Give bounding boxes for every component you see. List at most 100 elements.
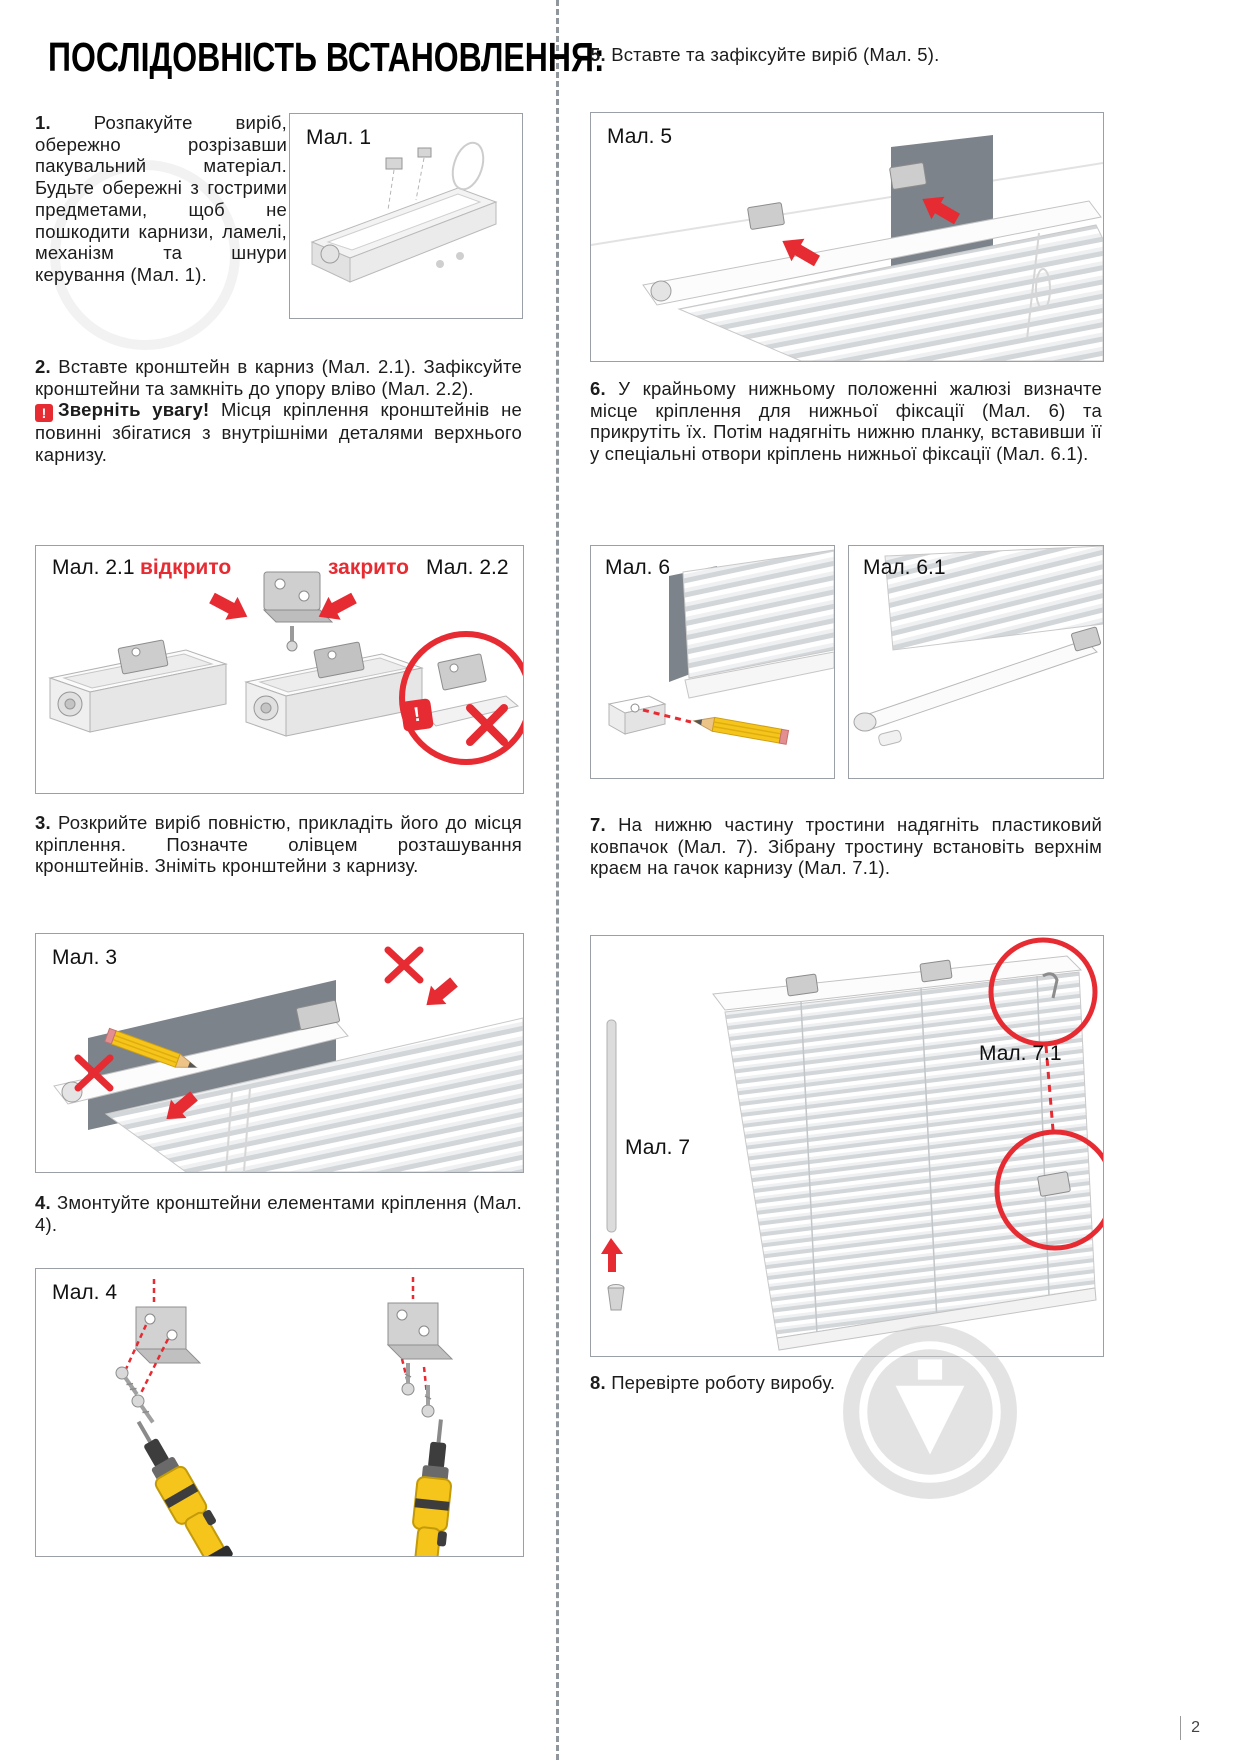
step-5-body: Вставте та зафіксуйте виріб (Мал. 5). [611, 44, 940, 65]
control-cord-icon [451, 141, 485, 191]
dashed-leader [642, 708, 692, 724]
column-divider [556, 0, 559, 1760]
step-7-body: На нижню частину тростини надягніть плас… [590, 814, 1103, 879]
figure-7-illustration [601, 937, 1103, 1351]
hook-bracket [1037, 1171, 1071, 1197]
step-3-text: 3. Розкрийте виріб повністю, прикладіть … [35, 812, 522, 877]
figure-2-1-label: Мал. 2.1 [52, 556, 135, 579]
step-6-body: У крайньому нижньому положенні жалюзі ви… [590, 378, 1103, 465]
step-8-text: 8. Перевірте роботу виробу. [590, 1372, 1102, 1394]
figure-5-illustration [591, 135, 1103, 361]
step-4-number: 4. [35, 1192, 51, 1213]
step-5-text: 5. Вставте та зафіксуйте виріб (Мал. 5). [590, 44, 1102, 66]
figure-7-1-label: Мал. 7.1 [979, 1042, 1062, 1065]
bottom-rail [684, 651, 834, 699]
tilt-wand [606, 1019, 617, 1233]
step-7-number: 7. [590, 814, 606, 835]
figure-2-open-label: відкрито [140, 556, 232, 579]
figure-3: Мал. 3 [35, 933, 524, 1173]
wand-cap [607, 1284, 625, 1311]
figure-4: Мал. 4 [35, 1268, 524, 1557]
step-7-text: 7. На нижню частину тростини надягніть п… [590, 814, 1102, 879]
bracket-icon [134, 1306, 202, 1364]
arrow-icon [922, 196, 960, 225]
step-6-text: 6. У крайньому нижньому положенні жалюзі… [590, 378, 1102, 465]
figure-6-1: Мал. 6.1 [848, 545, 1104, 779]
step-8-number: 8. [590, 1372, 606, 1393]
highlight-circle-icon [399, 631, 523, 765]
figure-2-closed-label: закрито [328, 556, 409, 579]
figure-2-illustration [48, 571, 523, 765]
figure-6-1-label: Мал. 6.1 [863, 556, 946, 579]
step-3-number: 3. [35, 812, 51, 833]
screw-icon [421, 1385, 435, 1418]
slats [884, 546, 1103, 651]
screw-icon [115, 1366, 139, 1396]
highlight-circle-icon [988, 937, 1098, 1047]
control-cord-icon [1026, 232, 1040, 340]
dashed-leader [1044, 1045, 1055, 1131]
step-4-body: Змонтуйте кронштейни елементами кріпленн… [35, 1192, 522, 1235]
bottom-rail [776, 1287, 1097, 1351]
figure-7: Мал. 7 Мал. 7.1 [590, 935, 1104, 1357]
cross-icon [384, 946, 424, 984]
step-2-number: 2. [35, 356, 51, 377]
drill-icon [412, 1419, 452, 1556]
hook [1042, 972, 1059, 999]
figure-1: Мал. 1 [289, 113, 523, 319]
figure-5-label: Мал. 5 [607, 125, 673, 148]
figure-6-label: Мал. 6 [605, 556, 671, 579]
arrow-icon [166, 1091, 198, 1120]
cross-icon [74, 1054, 114, 1092]
figure-4-label: Мал. 4 [52, 1281, 118, 1304]
arrow-icon [209, 592, 357, 620]
bracket-icon [262, 571, 334, 652]
watermark-ring [50, 160, 240, 350]
alert-badge-icon: ! [400, 698, 434, 732]
slats [677, 224, 1103, 361]
rail-open [48, 639, 228, 733]
pencil-icon [104, 1027, 198, 1068]
figure-1-illustration [310, 141, 498, 283]
knob [878, 729, 902, 747]
figure-3-label: Мал. 3 [52, 946, 118, 969]
figure-6-illustration [607, 549, 834, 745]
slats [104, 1017, 523, 1172]
step-5-number: 5. [590, 44, 606, 65]
bracket-icon [747, 162, 927, 230]
dashed-leader [138, 1338, 170, 1396]
pencil-icon [692, 716, 790, 745]
screw-icon [131, 1394, 155, 1424]
arrow-icon [426, 977, 458, 1006]
step-1-number: 1. [35, 112, 51, 133]
figure-7-label: Мал. 7 [625, 1136, 691, 1159]
warning-body: Місця кріплення кронштейнів не повинні з… [35, 399, 522, 466]
figure-3-illustration [53, 946, 523, 1172]
drill-icon [136, 1420, 233, 1556]
warning-icon: ! [35, 404, 53, 423]
step-1-body: Розпакуйте виріб, обережно розрізавши па… [35, 112, 287, 285]
cornice-illustration [310, 141, 498, 283]
figure-4-illustration [115, 1277, 454, 1556]
bottom-rail [856, 639, 1098, 731]
step-3-body: Розкрийте виріб повністю, прикладіть йог… [35, 812, 523, 877]
page-title: ПОСЛІДОВНІСТЬ ВСТАНОВЛЕННЯ: [48, 34, 605, 80]
figure-2: Мал. 2.1 відкрито закрито Мал. 2.2 ! [35, 545, 524, 794]
step-8-body: Перевірте роботу виробу. [611, 1372, 836, 1393]
arrow-icon [782, 238, 820, 267]
figure-5: Мал. 5 [590, 112, 1104, 362]
headrail [53, 1021, 349, 1105]
bracket-part-icon [417, 147, 432, 158]
arrow-up-icon [601, 1238, 623, 1272]
figure-2-2-label: Мал. 2.2 [426, 556, 509, 579]
wrong-position-highlight [399, 631, 523, 765]
watermark-logo [840, 1322, 1020, 1502]
step-4-text: 4. Змонтуйте кронштейни елементами кріпл… [35, 1192, 522, 1235]
bracket-part-icon [385, 157, 403, 170]
figure-6: Мал. 6 [590, 545, 835, 779]
dashed-leader [124, 1324, 148, 1370]
fixation-clip [1070, 626, 1102, 652]
step-6-number: 6. [590, 378, 606, 399]
step-2-body: Вставте кронштейн в карниз (Мал. 2.1). З… [35, 356, 522, 399]
